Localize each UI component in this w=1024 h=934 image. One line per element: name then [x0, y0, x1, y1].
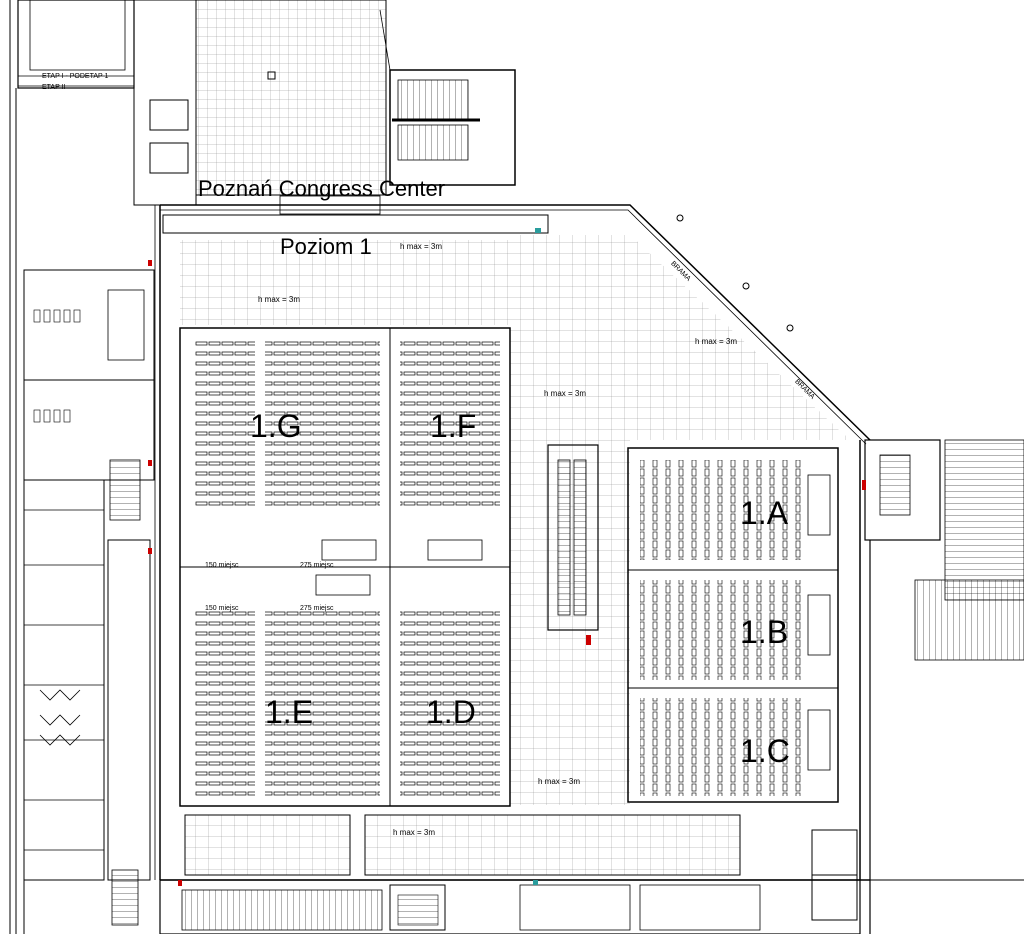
east-wing — [676, 214, 1024, 934]
rooms-west-block — [179, 327, 511, 807]
left-wing — [9, 0, 197, 934]
seat-count: 275 miejsc — [300, 562, 334, 569]
south-services — [159, 879, 861, 934]
room-label-1c: 1.C — [740, 733, 790, 769]
room-label-1e: 1.E — [265, 694, 314, 730]
room-label-1f: 1.F — [430, 408, 477, 444]
height-note: h max = 3m — [258, 295, 301, 304]
stage-label-2: ETAP II — [42, 84, 66, 91]
room-label-1d: 1.D — [426, 694, 476, 730]
height-note: h max = 3m — [544, 389, 587, 398]
top-stairs — [279, 9, 516, 215]
seat-count: 150 miejsc — [205, 562, 239, 569]
room-label-1b: 1.B — [740, 614, 789, 650]
room-label-1a: 1.A — [740, 495, 789, 531]
seat-count: 150 miejsc — [205, 605, 239, 612]
escalators — [547, 444, 599, 631]
height-note: h max = 3m — [400, 242, 443, 251]
accent-markers — [148, 228, 866, 886]
height-note: h max = 3m — [538, 777, 581, 786]
seat-count: 275 miejsc — [300, 605, 334, 612]
rooms-east-block — [627, 447, 839, 803]
room-label-1g: 1.G — [250, 408, 302, 444]
hall-floor-grid — [180, 235, 850, 876]
height-note: h max = 3m — [695, 337, 738, 346]
height-note: h max = 3m — [393, 828, 436, 837]
stage-label-1: ETAP I - PODETAP 1 — [42, 73, 109, 80]
floor-level-label: Poziom 1 — [280, 234, 372, 259]
page-title: Poznań Congress Center — [198, 176, 446, 201]
upper-terrace — [195, 0, 387, 196]
